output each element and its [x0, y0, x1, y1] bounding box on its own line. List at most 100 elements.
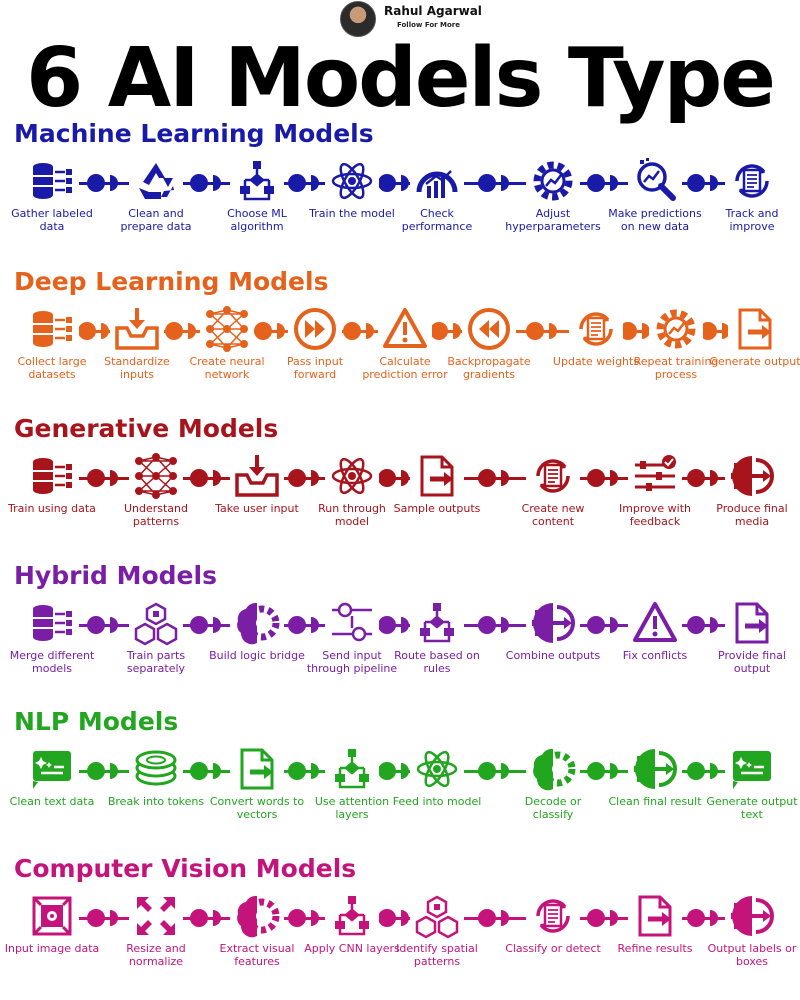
step-label: Adjust hyperparameters — [505, 207, 601, 233]
step-7: Update weights — [547, 306, 645, 369]
half-gear-icon — [731, 896, 774, 936]
section-title: Computer Vision Models — [14, 854, 357, 883]
step-1: Clean text data — [3, 746, 101, 809]
atom-icon — [331, 162, 373, 200]
step-2: Clean and prepare data — [107, 158, 205, 233]
connector-stub — [212, 175, 221, 191]
section-title: Hybrid Models — [14, 561, 217, 590]
connector-dot — [377, 616, 396, 634]
sparkle-card-icon — [733, 751, 771, 789]
step-8: Repeat training process — [627, 306, 725, 381]
connector-dot — [698, 322, 717, 340]
step-label: Apply CNN layers — [304, 942, 400, 955]
export-file-icon — [638, 895, 672, 937]
step-label: Calculate prediction error — [362, 355, 448, 381]
magnifier-icon — [637, 158, 676, 201]
database-icon — [33, 311, 72, 347]
connector-stub — [277, 323, 285, 339]
refresh-document-icon — [735, 164, 769, 198]
connector-stub — [100, 323, 109, 339]
step-1: Collect large datasets — [3, 306, 101, 381]
step-4: Train the model — [303, 158, 401, 221]
step-label: Fix conflicts — [622, 649, 688, 662]
refresh-document-icon — [579, 312, 613, 346]
step-9: Generate output — [706, 306, 800, 369]
step-4: Apply CNN layers — [303, 893, 401, 956]
connector-stub — [610, 175, 618, 191]
step-label: Collect large datasets — [17, 355, 87, 381]
connector-stub — [310, 763, 319, 779]
step-label: Provide final output — [718, 649, 786, 675]
connector-dot — [287, 469, 306, 487]
connector-dot — [587, 909, 605, 927]
step-label: Extract visual features — [219, 942, 295, 968]
brain-gear-icon — [533, 748, 576, 791]
connector-dot — [377, 174, 396, 192]
connector-dot — [377, 909, 396, 927]
step-label: Break into tokens — [107, 795, 205, 808]
export-file-icon — [420, 455, 454, 497]
step-4: Send input through pipeline — [303, 600, 401, 675]
connector-stub — [400, 617, 409, 633]
step-label: Generate output — [709, 355, 800, 368]
step-7: Make predictions on new data — [606, 158, 704, 233]
connector-stub — [501, 175, 509, 191]
export-file-icon — [738, 308, 772, 350]
flowchart-icon — [420, 603, 454, 643]
step-1: Gather labeled data — [3, 158, 101, 233]
step-8: Provide final output — [703, 600, 800, 675]
connector-dot — [478, 909, 496, 927]
step-6: Combine outputs — [504, 600, 602, 663]
atom-icon — [331, 457, 373, 495]
step-label: Update weights — [552, 355, 640, 368]
step-7: Clean final result — [606, 746, 704, 809]
warning-icon — [633, 602, 677, 642]
export-file-icon — [240, 748, 274, 790]
connector-stub — [110, 470, 118, 486]
connector-stub — [400, 175, 409, 191]
step-label: Repeat training process — [633, 355, 719, 381]
step-1: Train using data — [3, 453, 101, 516]
database-icon — [33, 605, 72, 641]
step-6: Classify or detect — [504, 893, 602, 956]
connector-stub — [610, 763, 618, 779]
step-label: Track and improve — [725, 207, 779, 233]
expand-icon — [137, 897, 175, 935]
step-5: Identify spatial patterns — [388, 893, 486, 968]
step-label: Check performance — [401, 207, 473, 233]
step-label: Choose ML algorithm — [227, 207, 287, 233]
connector-stub — [310, 175, 319, 191]
connector-stub — [212, 617, 221, 633]
step-label: Make predictions on new data — [608, 207, 702, 233]
connector-dot — [287, 909, 306, 927]
recycle-icon — [139, 163, 174, 199]
connector-stub — [709, 617, 718, 633]
step-5: Check performance — [388, 158, 486, 233]
connector-stub — [501, 763, 509, 779]
step-2: Understand patterns — [107, 453, 205, 528]
step-2: Train parts separately — [107, 600, 205, 675]
connector-stub — [212, 763, 221, 779]
connector-stub — [212, 470, 221, 486]
flowchart-icon — [335, 896, 369, 936]
connector-stub — [110, 910, 118, 926]
image-frame-icon — [32, 896, 72, 936]
step-3: Choose ML algorithm — [208, 158, 306, 233]
brain-gear-icon — [237, 602, 280, 645]
step-1: Merge different models — [3, 600, 101, 675]
connector-dot — [287, 616, 306, 634]
step-label: Convert words to vectors — [209, 795, 305, 821]
connector-stub — [501, 617, 509, 633]
connector-stub — [400, 763, 409, 779]
database-icon — [33, 458, 72, 494]
connector-dot — [686, 616, 705, 634]
step-label: Sample outputs — [393, 502, 481, 515]
connector-stub — [110, 763, 118, 779]
step-label: Generate output text — [706, 795, 798, 821]
connector-dot — [287, 762, 306, 780]
connector-stub — [400, 470, 409, 486]
step-4: Run through model — [303, 453, 401, 528]
step-label: Identify spatial patterns — [396, 942, 478, 968]
